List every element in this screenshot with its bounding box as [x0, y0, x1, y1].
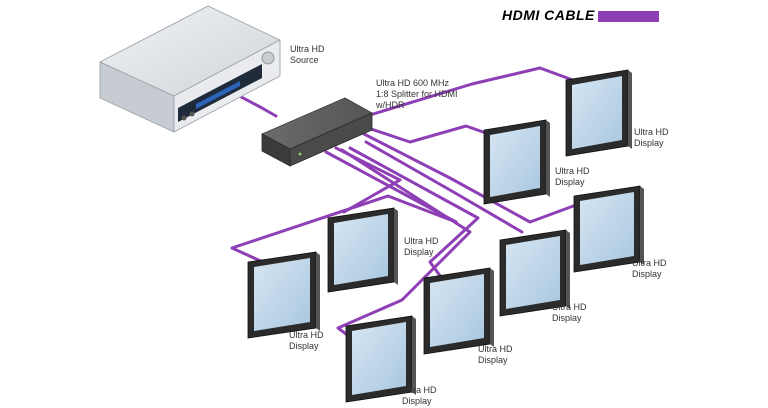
ultra-hd-display-2 — [483, 119, 550, 205]
legend-cable-swatch — [598, 11, 659, 22]
ultra-hd-display-1 — [565, 69, 632, 157]
display-label-2: Ultra HD Display — [555, 166, 590, 187]
hdmi-cable-5 — [334, 146, 402, 214]
ultra-hd-display-7 — [423, 267, 494, 355]
ultra-hd-display-3 — [573, 185, 644, 273]
display-label-3: Ultra HD Display — [632, 258, 667, 279]
hdmi-cable-4 — [364, 140, 524, 234]
display-label-5: Ultra HD Display — [404, 236, 439, 257]
ultra-hd-display-4 — [499, 229, 570, 317]
display-label-1: Ultra HD Display — [634, 127, 669, 148]
display-label-7: Ultra HD Display — [478, 344, 513, 365]
splitter-device — [261, 97, 373, 167]
ultra-hd-display-8 — [345, 315, 416, 403]
hdmi-cable-2 — [360, 124, 502, 144]
hdmi-cable-6 — [230, 150, 458, 270]
source-knob-icon — [261, 51, 275, 65]
source-label: Ultra HD Source — [290, 44, 325, 65]
legend-title: HDMI CABLE — [502, 7, 595, 23]
hdmi-cable-0 — [230, 90, 278, 118]
display-label-6: Ultra HD Display — [289, 330, 324, 351]
ultra-hd-source-device — [99, 5, 281, 133]
displays-group — [247, 69, 644, 403]
display-label-4: Ultra HD Display — [552, 302, 587, 323]
splitter-label: Ultra HD 600 MHz 1:8 Splitter for HDMI w… — [376, 78, 458, 110]
ultra-hd-display-6 — [247, 251, 320, 339]
ultra-hd-display-5 — [327, 207, 398, 293]
hdmi-cable-7 — [348, 146, 480, 286]
display-label-8: Ultra HD Display — [402, 385, 437, 406]
